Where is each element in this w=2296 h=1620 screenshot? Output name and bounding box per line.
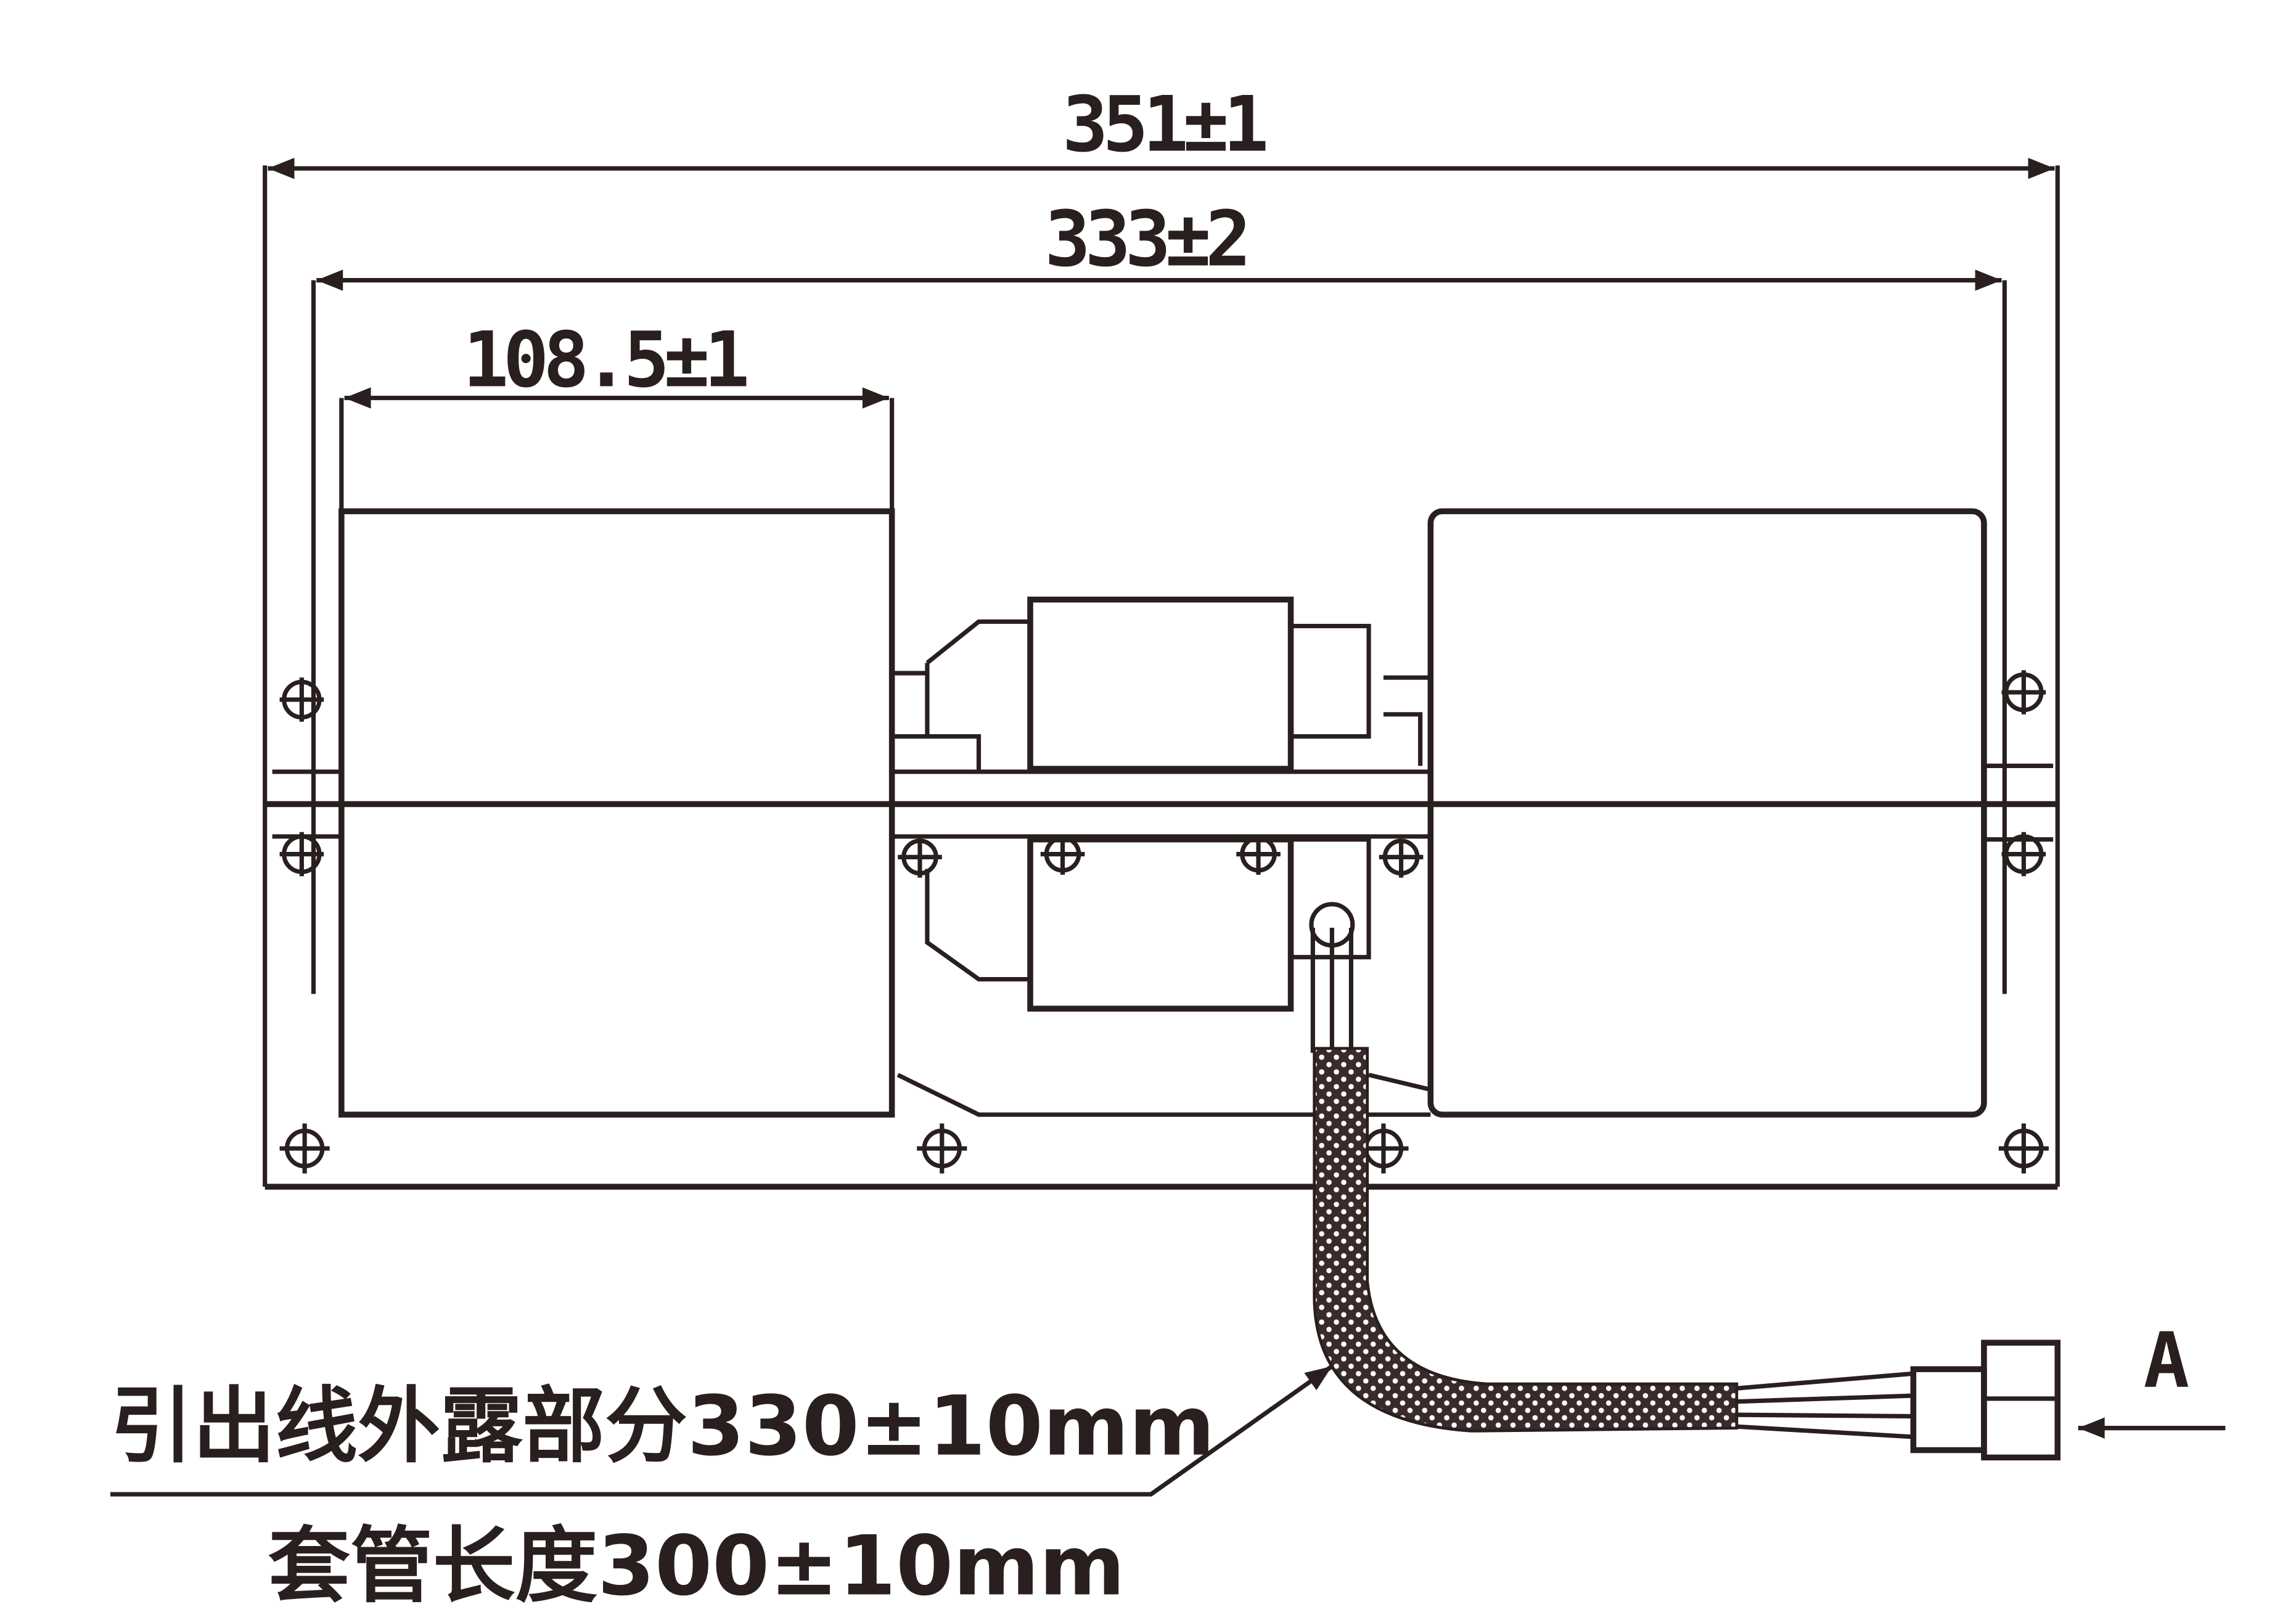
screw-icon <box>279 1123 330 1174</box>
view-a-indicator: A <box>2078 1317 2226 1439</box>
dimension-351: 351±1 <box>263 81 2060 1187</box>
screw-icon <box>1998 1123 2049 1174</box>
dimension-351-label: 351±1 <box>1062 81 1266 170</box>
left-blower-housing <box>338 508 895 1118</box>
screw-icon <box>917 1123 967 1174</box>
screw-icon <box>2001 832 2046 877</box>
connector <box>1910 1340 2061 1461</box>
view-a-label: A <box>2144 1317 2189 1405</box>
screw-icon <box>279 832 324 877</box>
screw-icon <box>2001 670 2046 714</box>
dimension-108: 108.5±1 <box>339 316 895 512</box>
dimension-333-label: 333±2 <box>1044 195 1245 284</box>
leader-line <box>110 1364 1334 1497</box>
sleeve-length-note: 套管长度300±10mm <box>268 1518 1125 1614</box>
screw-icon <box>1040 835 1085 875</box>
screw-icon <box>898 838 942 878</box>
dimension-333: 333±2 <box>311 195 2007 994</box>
screw-icon <box>1236 835 1281 875</box>
mounting-frame <box>264 763 2058 1190</box>
screw-icon <box>279 677 324 722</box>
motor <box>892 596 1432 1117</box>
screw-icon <box>1379 838 1424 878</box>
lead-cable <box>1309 902 2061 1461</box>
lead-exposed-note: 引出线外露部分330±10mm <box>110 1378 1215 1475</box>
dimension-108-label: 108.5±1 <box>463 316 747 404</box>
right-blower-housing <box>1427 508 1987 1118</box>
mounting-screws <box>279 670 2049 1174</box>
braided-sleeve <box>1313 1047 1739 1433</box>
